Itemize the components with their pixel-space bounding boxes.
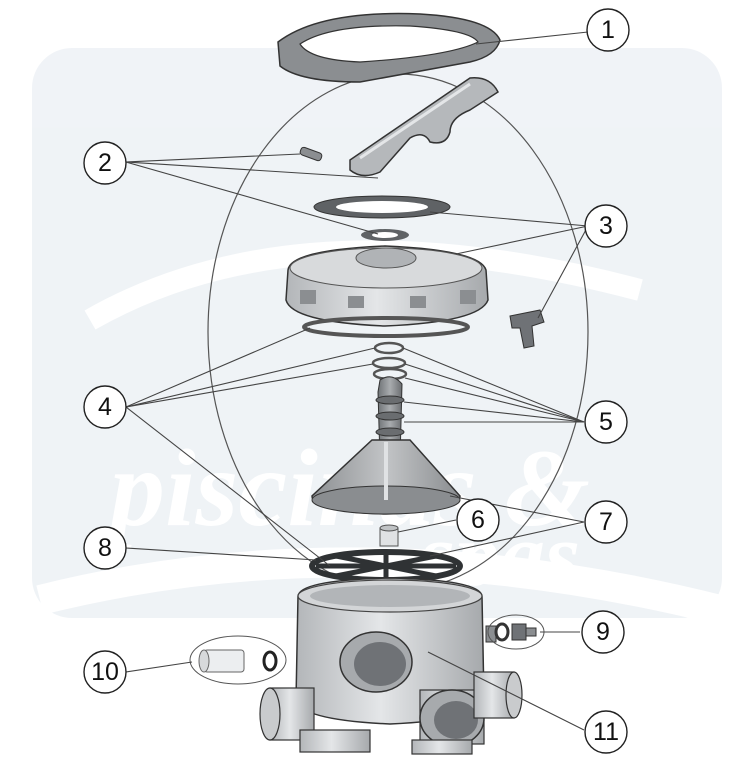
part-5-stem <box>372 367 408 461</box>
callout-1-label: 1 <box>601 16 615 44</box>
callout-9-label: 9 <box>596 618 610 646</box>
callout-4-label: 4 <box>98 393 112 421</box>
leader-2a <box>125 161 379 179</box>
part-2-handle <box>299 77 499 177</box>
leader-4d <box>125 406 331 567</box>
callout-5: 5 <box>584 400 628 444</box>
leader-1 <box>475 31 589 45</box>
part-8-spider-gasket <box>309 549 463 583</box>
leader-11 <box>427 651 585 731</box>
callout-7-label: 7 <box>599 508 613 536</box>
valve-cover <box>285 245 489 327</box>
part-3-clip <box>509 309 545 349</box>
callout-4: 4 <box>83 385 127 429</box>
callout-1: 1 <box>586 8 630 52</box>
leader-2b <box>125 161 379 235</box>
part-1-lid-ring <box>277 12 501 83</box>
callout-10: 10 <box>83 650 127 694</box>
callout-8-label: 8 <box>98 534 112 562</box>
callout-3-label: 3 <box>599 212 613 240</box>
leader-8 <box>125 547 317 561</box>
callout-3: 3 <box>584 204 628 248</box>
callout-2-label: 2 <box>98 149 112 177</box>
leader-4b <box>125 347 376 408</box>
leader-7b <box>429 521 585 557</box>
leader-10 <box>125 661 193 673</box>
watermark-panel <box>32 48 722 618</box>
part-10-plug <box>189 635 287 685</box>
part-6-insert <box>379 524 399 547</box>
leader-lines <box>125 31 589 731</box>
leader-6 <box>397 519 457 533</box>
leader-5a <box>402 347 585 423</box>
callouts: 1 2 3 4 5 6 7 8 <box>83 8 630 754</box>
part-7-rotor-cone <box>311 439 461 515</box>
callout-5-label: 5 <box>599 408 613 436</box>
part-3-gaskets <box>313 195 451 241</box>
callout-7: 7 <box>584 500 628 544</box>
leader-5b <box>404 363 585 423</box>
callout-11-label: 11 <box>593 718 619 746</box>
leader-2c <box>125 153 301 163</box>
leader-4a <box>125 327 311 408</box>
leader-3b <box>455 225 589 255</box>
callout-6: 6 <box>456 498 500 542</box>
callout-9: 9 <box>581 610 625 654</box>
callout-11: 11 <box>584 710 628 754</box>
leader-5c <box>404 377 585 423</box>
leader-5d <box>403 401 585 423</box>
callout-10-label: 10 <box>91 658 119 686</box>
part-9-fitting <box>487 614 545 650</box>
leader-3a <box>429 211 589 227</box>
callout-2: 2 <box>83 141 127 185</box>
leader-3c <box>537 225 589 319</box>
callout-6-label: 6 <box>471 506 485 534</box>
callout-8: 8 <box>83 526 127 570</box>
part-11-valve-body <box>259 577 523 755</box>
leader-4c <box>125 363 374 408</box>
part-2-pin <box>299 146 323 162</box>
